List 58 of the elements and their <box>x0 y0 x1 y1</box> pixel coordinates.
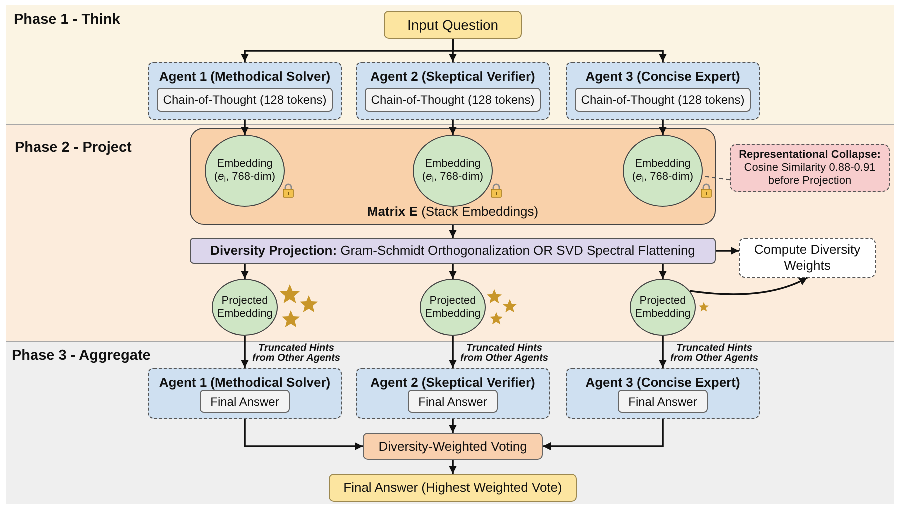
projected-embedding-circle: Projected Embedding <box>212 279 278 336</box>
edge-label: Truncated Hints from Other Agents <box>460 344 550 364</box>
matrix-panel <box>190 128 716 225</box>
arrow <box>690 277 808 296</box>
arrow <box>449 460 457 474</box>
arrow <box>449 225 457 238</box>
phase-band <box>6 342 894 504</box>
agent-title: Agent 1 (Methodical Solver) <box>159 68 331 86</box>
arrow <box>452 39 667 62</box>
projection-bar: Diversity Projection: Gram-Schmidt Orthogonalization OR SVD Spectral Flattening <box>190 238 716 264</box>
phase-heading: Phase 1 - Think <box>14 12 120 29</box>
voting-box: Diversity-Weighted Voting <box>363 433 543 460</box>
projected-embedding-circle: Projected Embedding <box>630 279 696 336</box>
arrow <box>449 120 457 135</box>
step-box: Final Answer <box>408 390 498 413</box>
agent-title: Agent 2 (Skeptical Verifier) <box>370 68 536 86</box>
agent-panel <box>566 62 760 120</box>
arrow <box>241 336 249 368</box>
embedding-circle: Embedding (e$_{i}$, 768-dim) <box>413 135 493 207</box>
arrow <box>241 120 249 135</box>
arrow <box>716 247 739 255</box>
agent-panel <box>356 62 550 120</box>
arrow <box>449 264 457 279</box>
agent-title: Agent 3 (Concise Expert) <box>586 374 740 392</box>
edge-label: Truncated Hints from Other Agents <box>670 344 760 364</box>
agent-panel <box>148 368 342 419</box>
arrow <box>543 419 664 450</box>
agent-title: Agent 1 (Methodical Solver) <box>159 374 331 392</box>
step-box: Chain-of-Thought (128 tokens) <box>157 88 333 112</box>
arrow <box>659 264 667 279</box>
phase-heading: Phase 2 - Project <box>15 140 132 157</box>
agent-panel <box>356 368 550 419</box>
phase-band <box>6 5 894 125</box>
callout-bubble: Representational Collapse: Cosine Similarity 0.88-0.91 before Projection <box>730 144 890 192</box>
agent-title: Agent 3 (Concise Expert) <box>586 68 740 86</box>
embedding-circle: Embedding (e$_{i}$, 768-dim) <box>623 135 703 207</box>
agent-panel <box>148 62 342 120</box>
embedding-circle: Embedding (e$_{i}$, 768-dim) <box>205 135 285 207</box>
agent-title: Agent 2 (Skeptical Verifier) <box>370 374 536 392</box>
projected-embedding-circle: Projected Embedding <box>420 279 486 336</box>
leader-line <box>702 176 730 181</box>
step-box: Chain-of-Thought (128 tokens) <box>365 88 541 112</box>
step-box: Chain-of-Thought (128 tokens) <box>575 88 751 112</box>
agent-panel <box>566 368 760 419</box>
arrow <box>244 419 363 450</box>
step-box: Final Answer <box>200 390 290 413</box>
arrow <box>659 336 667 368</box>
output-box: Final Answer (Highest Weighted Vote) <box>329 474 577 502</box>
phase-band <box>6 125 894 342</box>
arrow <box>659 120 667 135</box>
arrow <box>449 419 457 433</box>
input-box: Input Question <box>384 11 522 39</box>
process-box: Compute Diversity Weights <box>739 238 876 278</box>
step-box: Final Answer <box>618 390 708 413</box>
phase-heading: Phase 3 - Aggregate <box>12 348 151 365</box>
edge-label: Truncated Hints from Other Agents <box>252 344 342 364</box>
arrow <box>449 336 457 368</box>
arrow <box>241 264 249 279</box>
